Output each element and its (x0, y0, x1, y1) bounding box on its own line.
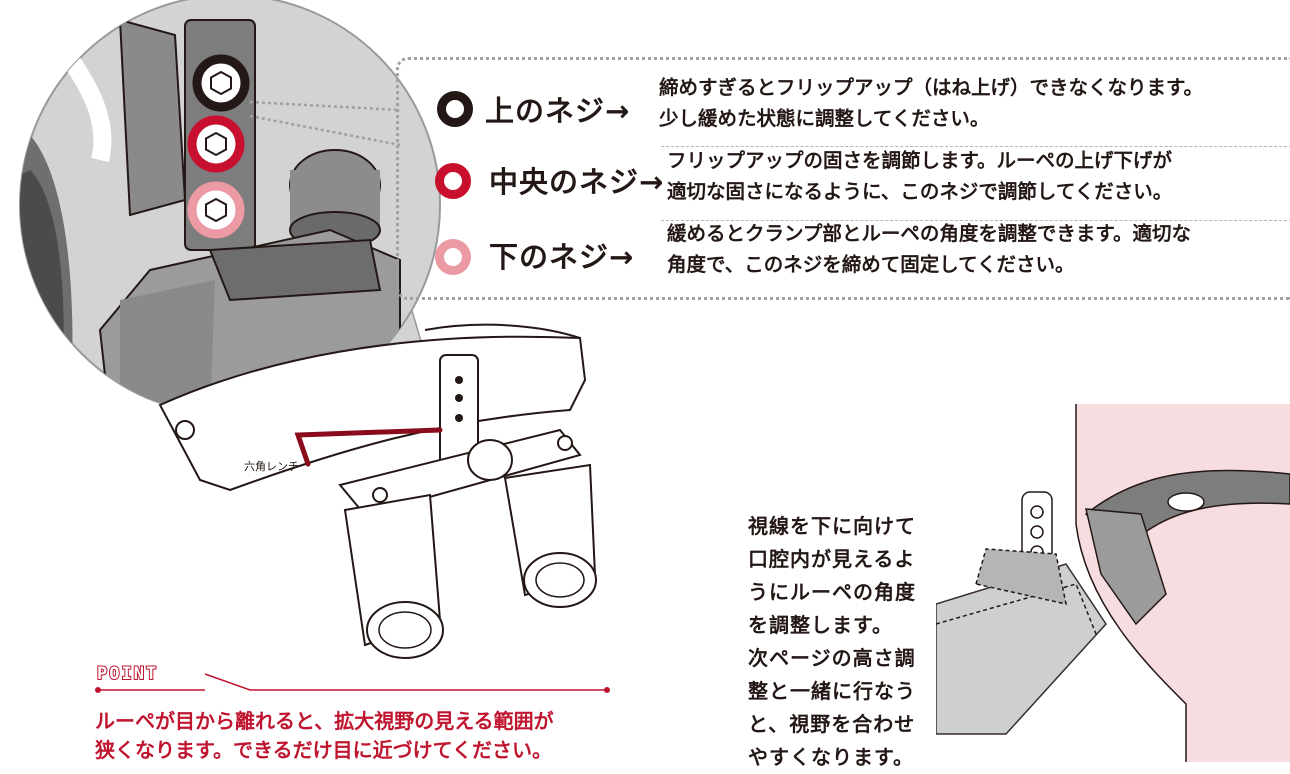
side-note-line: 口腔内が見えるよ (748, 547, 916, 571)
lower-screw-row: 下のネジ→ 緩めるとクランプ部とルーペの角度を調整できます。適切な 角度で、この… (435, 220, 1290, 297)
upper-screw-row: 上のネジ→ 締めすぎるとフリップアップ（はね上げ）できなくなります。 少し緩めた… (399, 68, 1290, 144)
side-note-line: を調整します。 (748, 613, 893, 637)
middle-screw-detail (187, 115, 245, 173)
upper-screw-line-1: 締めすぎるとフリップアップ（はね上げ）できなくなります。 (659, 76, 1204, 99)
screw-explanation-box: 上のネジ→ 締めすぎるとフリップアップ（はね上げ）できなくなります。 少し緩めた… (396, 57, 1290, 300)
side-note-line: 整と一緒に行なう (748, 679, 916, 703)
black-ring-icon (437, 91, 473, 127)
side-note-line: やすくなります。 (748, 745, 914, 769)
point-body: ルーペが目から離れると、拡大視野の見える範囲が 狭くなります。できるだけ目に近づ… (95, 707, 554, 765)
lower-screw-label: 下のネジ→ (489, 240, 635, 274)
hex-wrench-icon (294, 427, 443, 467)
side-note-line: 次ページの高さ調 (748, 646, 916, 670)
side-note-line: 視線を下に向けて (748, 514, 916, 538)
magnified-clamp-illustration (19, 0, 441, 416)
lower-screw-line-2: 角度で、このネジを締めて固定してください。 (667, 253, 1075, 276)
side-note-line: うにルーペの角度 (748, 580, 916, 604)
middle-screw-row: 中央のネジ→ フリップアップの固さを調節します。ルーペの上げ下げが 適切な固さに… (435, 146, 1290, 223)
red-ring-icon (435, 163, 471, 199)
face-profile-illustration (936, 404, 1290, 762)
point-heading: POINT (96, 663, 159, 685)
upper-screw-label: 上のネジ→ (485, 94, 631, 128)
middle-screw-line-1: フリップアップの固さを調節します。ルーペの上げ下げが (667, 149, 1173, 172)
point-underline (95, 673, 610, 693)
point-line-2: 狭くなります。できるだけ目に近づけてください。 (95, 738, 552, 762)
side-note-line: と、視野を合わせ (748, 712, 916, 736)
lower-screw-detail (187, 181, 245, 239)
wrench-label: 六角レンチ (244, 460, 299, 473)
middle-screw-line-2: 適切な固さになるように、このネジで調節してください。 (667, 180, 1173, 203)
upper-screw-detail (192, 54, 250, 112)
lower-screw-line-1: 緩めるとクランプ部とルーペの角度を調整できます。適切な (667, 222, 1191, 245)
side-note: 視線を下に向けて 口腔内が見えるよ うにルーペの角度 を調整します。 次ページの… (748, 510, 944, 774)
upper-screw-line-2: 少し緩めた状態に調整してください。 (659, 107, 990, 130)
pink-ring-icon (435, 239, 471, 275)
loupe-illustration (158, 323, 597, 659)
point-line-1: ルーペが目から離れると、拡大視野の見える範囲が (95, 709, 554, 733)
middle-screw-label: 中央のネジ→ (489, 165, 665, 199)
